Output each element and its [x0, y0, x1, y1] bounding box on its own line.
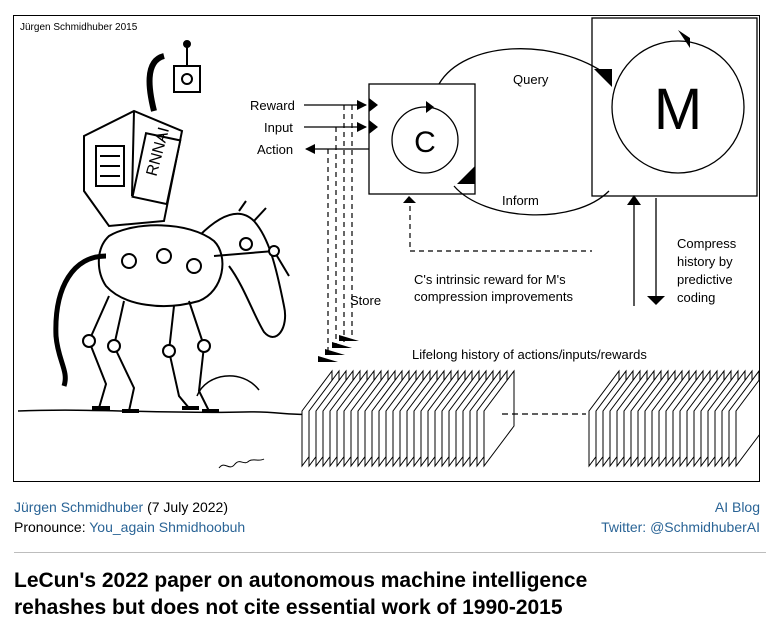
model-circle [611, 40, 745, 174]
controller-loop-arrow [426, 101, 434, 113]
controller-box [368, 83, 476, 195]
title-line-1: LeCun's 2022 paper on autonomous machine… [14, 569, 588, 592]
author-link[interactable]: Jürgen Schmidhuber [14, 499, 144, 515]
compress-label-line2: history by [677, 254, 733, 269]
blog-links: AI Blog Twitter: @SchmidhuberAI [601, 497, 760, 537]
query-label: Query [513, 72, 549, 87]
c-reward-corner [369, 120, 378, 134]
intrinsic-label-line1: C's intrinsic reward for M's [414, 272, 566, 287]
reward-label: Reward [250, 98, 295, 113]
compress-label-line1: Compress [677, 236, 737, 251]
c-inform-corner [457, 166, 475, 184]
compress-up-arrow [627, 195, 641, 205]
history-stack-right [588, 369, 759, 468]
author-line: Jürgen Schmidhuber (7 July 2022) [14, 497, 245, 517]
byline: Jürgen Schmidhuber (7 July 2022) Pronoun… [14, 497, 245, 537]
c-intrinsic-arrow [403, 196, 416, 203]
robot-horse-illustration: RNNAI [17, 40, 315, 469]
action-label: Action [257, 142, 293, 157]
model-loop-arrow [678, 30, 690, 48]
twitter-link[interactable]: Twitter: @SchmidhuberAI [601, 519, 760, 535]
model-box [591, 17, 758, 197]
intrinsic-reward-path [409, 206, 592, 252]
history-stack-left [301, 369, 515, 468]
pronounce-label: Pronounce: [14, 519, 86, 535]
pronounce-line: Pronounce: You_again Shmidhoobuh [14, 517, 245, 537]
page-title: LeCun's 2022 paper on autonomous machine… [14, 567, 754, 621]
store-label: Store [350, 293, 381, 308]
compress-down-arrow [647, 296, 665, 305]
compress-label-line3: predictive [677, 272, 733, 287]
title-line-2: rehashes but does not cite essential wor… [14, 596, 563, 619]
controller-circle [391, 106, 459, 174]
divider [14, 552, 766, 553]
intrinsic-label-line2: compression improvements [414, 289, 573, 304]
compress-label-line4: coding [677, 290, 715, 305]
history-label: Lifelong history of actions/inputs/rewar… [412, 347, 647, 362]
diagram-figure: Jürgen Schmidhuber 2015 RNNAI [13, 15, 760, 482]
model-letter: M [654, 77, 702, 142]
history-slab [735, 379, 759, 468]
c-input-corner [369, 98, 378, 112]
post-date: (7 July 2022) [147, 499, 229, 515]
store-dashed-lines [327, 105, 353, 356]
inform-label: Inform [502, 193, 539, 208]
store-arrowheads [318, 335, 359, 362]
figure-credit: Jürgen Schmidhuber 2015 [20, 22, 138, 33]
controller-letter: C [414, 126, 436, 159]
ai-blog-link[interactable]: AI Blog [714, 499, 760, 515]
query-arc [438, 48, 610, 85]
m-query-corner [594, 69, 612, 87]
input-label: Input [264, 120, 293, 135]
signal-arrows [304, 100, 369, 154]
inform-arc [453, 185, 610, 216]
pronounce-link[interactable]: You_again Shmidhoobuh [89, 519, 246, 535]
diagram-svg: Jürgen Schmidhuber 2015 RNNAI [17, 17, 759, 469]
history-slab [483, 369, 515, 468]
